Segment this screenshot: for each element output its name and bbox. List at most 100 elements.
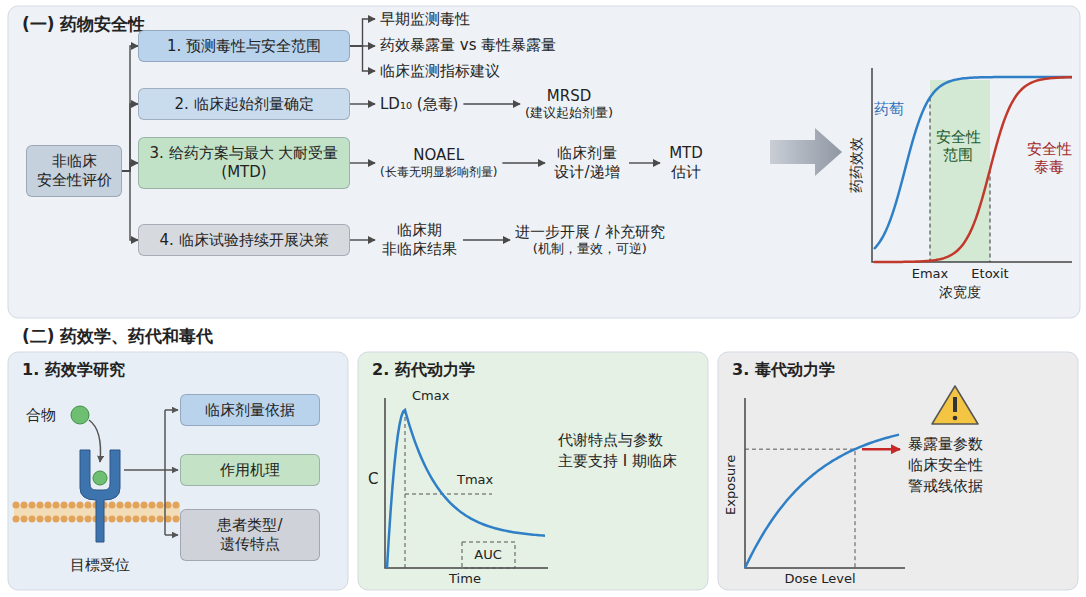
axis-tick-label: Emax [912,266,949,282]
panel-background [8,6,1080,318]
process-box: 1. 预测毒性与安全范围 [138,30,350,63]
lipid-head [157,502,164,509]
node-text: 2. 临床起始剂量确定 [149,95,339,114]
lipid-head [29,516,36,523]
section-heading: (二) 药效学、药代和毒代 [22,326,213,346]
axis-label: C [368,470,378,488]
panel-background [358,352,708,590]
panel-heading: 3. 毒代动力学 [718,352,849,388]
branch-line [164,410,166,535]
warning-icon [932,386,978,424]
result-text: 进一步开展 / 补充研究(机制，量效，可逆) [510,221,670,260]
arrow-connector [350,162,375,163]
panel-heading: 1. 药效学研究 [8,352,139,388]
receptor-symbol [80,450,120,542]
node-text: 临床剂量 设计/递增 [550,144,624,182]
concentration-curve [387,410,545,568]
process-box: 临床剂量依据 [180,394,320,427]
lipid-head [13,502,20,509]
lipid-head [61,502,68,509]
section-panel: 3. 毒代动力学暴露量参数 临床安全性 警戒线依据 [718,352,1078,590]
parameter-label: Tmax [457,472,493,488]
lipid-head [117,516,124,523]
arrow-connector [502,162,545,163]
axis-label: 药药效效 [848,137,865,193]
result-text: MRSD(建议起始剂量) [520,85,618,124]
result-text: LD₁₀ (急毒) [375,93,463,116]
lipid-head [61,516,68,523]
node-text: (长毒无明显影响剂量) [380,165,497,180]
process-box: 非临床 安全性评价 [26,145,122,197]
process-box: 4. 临床试验持续开展决策 [138,224,350,257]
result-text: MTD 估计 [660,142,712,184]
arrow-connector [350,239,375,240]
lipid-head [141,516,148,523]
dashed-marker [745,449,855,568]
arrow-connector [463,103,520,104]
axis-label: Dose Level [784,571,855,587]
lipid-head [125,502,132,509]
lipid-head [77,502,84,509]
arrow-connector [350,46,375,71]
node-text: 临床剂量依据 [191,401,309,420]
lipid-head [133,516,140,523]
axis-label: Time [449,571,481,587]
dashed-marker [405,494,492,495]
lipid-head [13,516,20,523]
lipid-head [53,502,60,509]
panel-heading: 2. 药代动力学 [358,352,489,388]
lipid-head [69,502,76,509]
part-label: 目標受位 [70,556,130,574]
process-box: 2. 临床起始剂量确定 [138,88,350,121]
result-text: 临床监测指标建议 [375,60,505,83]
lipid-head [69,516,76,523]
lipid-head [157,516,164,523]
lipid-head [77,516,84,523]
node-text: MRSD [525,87,613,106]
process-box: 3. 给药方案与最大 大耐受量(MTD) [138,137,350,189]
result-text: 早期监测毒性 [375,8,475,31]
lipid-head [133,502,140,509]
safety-region [930,80,990,262]
chart-axes [745,398,905,568]
lipid-head [149,516,156,523]
node-text: 3. 给药方案与最大 大耐受量(MTD) [149,144,339,182]
node-text: NOAEL [380,146,497,165]
dashed-marker [990,170,991,263]
lipid-head [109,502,116,509]
node-text: 早期监测毒性 [380,10,470,29]
alert-arrow [862,448,900,451]
panel-note: 代谢特点与参数 主要支持 I 期临床 [558,430,698,472]
node-text: 临床期 非临床结果 [380,221,458,259]
arrow-connector [122,104,138,171]
big-arrow [770,128,842,176]
node-text: LD₁₀ (急毒) [380,95,458,114]
compound-symbol [71,406,89,424]
lipid-head [109,516,116,523]
axis-label: 浓宽度 [939,284,981,301]
lipid-head [141,502,148,509]
exposure-curve [745,435,899,568]
arrow-connector [350,19,375,46]
node-text: 进一步开展 / 补充研究 [515,223,665,242]
chart-axes [385,398,548,568]
dashed-marker [405,410,406,568]
lipid-head [173,516,180,523]
region-label: 安全性 范围 [933,128,983,164]
lipid-head [45,516,52,523]
lipid-head [21,502,28,509]
lipid-head [173,502,180,509]
lipid-head [117,502,124,509]
panel-heading: (一) 药物安全性 [8,6,159,43]
process-box: 患者类型/ 遗传特点 [180,509,320,561]
process-box: 作用机理 [180,454,320,487]
node-text: MTD 估计 [665,144,707,182]
arrow-connector [122,171,138,240]
result-text: NOAEL(长毒无明显影响剂量) [375,144,502,182]
result-text: 药效暴露量 vs 毒性暴露量 [375,34,561,57]
parameter-label: AUC [474,547,502,563]
lipid-head [125,516,132,523]
lipid-head [149,502,156,509]
result-text: 临床期 非临床结果 [375,219,463,261]
